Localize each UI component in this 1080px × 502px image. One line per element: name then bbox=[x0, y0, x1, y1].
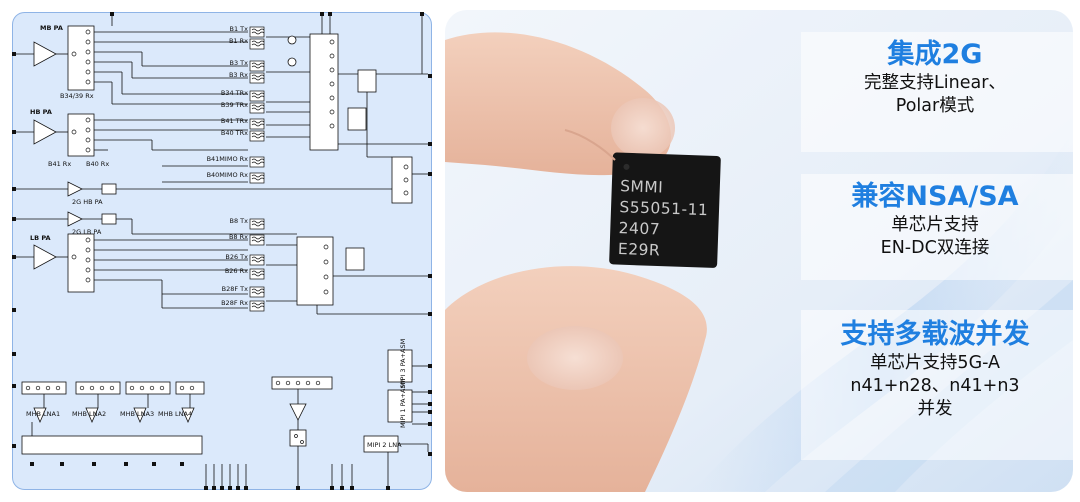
lna-label: MHB LNA2 bbox=[72, 410, 106, 418]
filter-label: B3 Tx bbox=[230, 59, 249, 67]
feature-title: 兼容NSA/SA bbox=[851, 181, 1019, 212]
filter-label: B1 Rx bbox=[229, 37, 248, 45]
filter-label: B26 Tx bbox=[225, 253, 248, 261]
filter-box bbox=[249, 156, 265, 168]
switch-label: B41 Rx bbox=[48, 160, 71, 168]
pa-label: LB PA bbox=[30, 234, 51, 242]
chip-body bbox=[609, 152, 721, 268]
pa-label: 2G LB PA bbox=[72, 228, 102, 236]
feature-title: 支持多载波并发 bbox=[840, 319, 1030, 350]
filter-label: B28F Rx bbox=[221, 299, 248, 307]
filter-box bbox=[249, 234, 265, 246]
filter-label: B8 Tx bbox=[230, 217, 249, 225]
product-photo-panel: SMMI S55051-11 2407 E29R 集成2G 完整支持Linear… bbox=[445, 10, 1073, 492]
filter-box bbox=[249, 118, 265, 130]
filter-box bbox=[249, 300, 265, 312]
filter-label: B26 Rx bbox=[225, 267, 248, 275]
feature-desc: Polar模式 bbox=[895, 96, 975, 116]
feature-card-multicarrier: 支持多载波并发 单芯片支持5G-A n41+n28、n41+n3 并发 bbox=[805, 318, 1065, 421]
filter-box bbox=[249, 286, 265, 298]
lna-label: MHB LNA3 bbox=[120, 410, 154, 418]
feature-desc: 单芯片支持 bbox=[891, 215, 979, 235]
feature-desc: 单芯片支持5G-A bbox=[869, 353, 1001, 373]
feature-card-nsa-sa: 兼容NSA/SA 单芯片支持 EN-DC双连接 bbox=[805, 180, 1065, 260]
filter-label: B8 Rx bbox=[229, 233, 248, 241]
filter-label: B3 Rx bbox=[229, 71, 248, 79]
feature-title: 集成2G bbox=[887, 39, 983, 70]
filter-box bbox=[249, 102, 265, 114]
lna-label: MHB LNA1 bbox=[26, 410, 60, 418]
switch-label: B34/39 Rx bbox=[60, 92, 94, 100]
feature-desc: n41+n28、n41+n3 bbox=[850, 376, 1020, 396]
filter-box bbox=[249, 26, 265, 38]
filter-label: B40 TRx bbox=[221, 129, 248, 137]
feature-card-2g: 集成2G 完整支持Linear、 Polar模式 bbox=[805, 38, 1065, 118]
filter-box bbox=[249, 172, 265, 184]
filter-box bbox=[249, 254, 265, 266]
pa-label: HB PA bbox=[30, 108, 52, 116]
feature-desc: 完整支持Linear、 bbox=[864, 73, 1006, 93]
mipi-label: MIPI 2 LNA bbox=[367, 441, 402, 449]
filter-box bbox=[249, 60, 265, 72]
chip-marking-line: E29R bbox=[617, 240, 661, 260]
filter-box bbox=[249, 90, 265, 102]
filter-box bbox=[249, 130, 265, 142]
filter-label: B28F Tx bbox=[222, 285, 249, 293]
feature-desc: 并发 bbox=[917, 399, 953, 419]
pa-label: 2G HB PA bbox=[72, 198, 103, 206]
pa-label: MB PA bbox=[40, 24, 63, 32]
filter-label: B41MIMO Rx bbox=[207, 155, 249, 163]
block-diagram-canvas: MB PA HB PA LB PA 2G HB PA 2G LB PA B34/… bbox=[12, 12, 432, 490]
filter-label: B34 TRx bbox=[221, 89, 248, 97]
filter-box bbox=[249, 268, 265, 280]
filter-box bbox=[249, 218, 265, 230]
filter-box bbox=[249, 72, 265, 84]
filter-label: B41 TRx bbox=[221, 117, 248, 125]
filter-label: B40MIMO Rx bbox=[207, 171, 249, 179]
feature-desc: EN-DC双连接 bbox=[880, 238, 990, 258]
mipi-label: MIPI 1 PA+ASM bbox=[399, 379, 407, 428]
lna-label: MHB LNA4 bbox=[158, 410, 192, 418]
filter-label: B1 Tx bbox=[230, 25, 249, 33]
switch-label: B40 Rx bbox=[86, 160, 109, 168]
mipi-label: MIPI 3 PA+ASM bbox=[399, 339, 407, 388]
block-diagram: MB PA HB PA LB PA 2G HB PA 2G LB PA B34/… bbox=[12, 12, 432, 490]
filter-box bbox=[249, 38, 265, 50]
chip-marking: SMMI S55051-11 2407 E29R bbox=[618, 176, 731, 264]
product-photo bbox=[445, 10, 1073, 492]
filter-label: B39 TRx bbox=[221, 101, 248, 109]
